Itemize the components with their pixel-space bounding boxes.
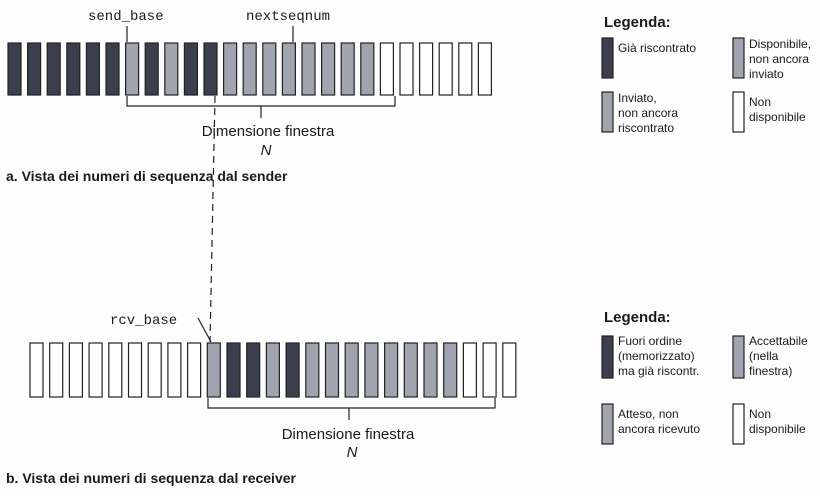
rcv-base-pointer [197, 317, 212, 343]
sender-packet-sent [164, 42, 179, 96]
sender-packet-acked [105, 42, 120, 96]
legend-text-usable: Disponibile, non ancora inviato [749, 37, 814, 81]
sender-caption: a. Vista dei numeri di sequenza dal send… [6, 168, 288, 184]
sender-packet-sent [223, 42, 238, 96]
legend-swatch-not-usable-rcv [732, 403, 745, 445]
receiver-packet-row [29, 342, 517, 398]
receiver-packet-not-usable [187, 342, 202, 398]
receiver-packet-not-usable [49, 342, 64, 398]
sender-packet-usable [321, 42, 336, 96]
sender-packet-not-usable [419, 42, 434, 96]
sender-packet-acked [7, 42, 22, 96]
legend-swatch-acked [601, 37, 614, 79]
legend-text-not-usable: Non disponibile [749, 95, 806, 124]
legend-swatch-acceptable [732, 335, 745, 379]
receiver-packet-acceptable [403, 342, 418, 398]
sender-packet-usable [360, 42, 375, 96]
sender-packet-not-usable [477, 42, 492, 96]
rcv-base-label: rcv_base [110, 313, 177, 329]
sender-packet-not-usable [399, 42, 414, 96]
sender-packet-acked [66, 42, 81, 96]
legend-swatch-usable [732, 37, 745, 79]
receiver-packet-not-usable [462, 342, 477, 398]
sender-packet-not-usable [458, 42, 473, 96]
sender-packet-usable [301, 42, 316, 96]
receiver-packet-acceptable [305, 342, 320, 398]
legend-swatch-sent [601, 91, 614, 133]
receiver-window-n: N [347, 444, 358, 461]
sender-packet-acked [85, 42, 101, 96]
base-alignment-dashed-line [209, 95, 216, 343]
receiver-packet-not-usable [88, 342, 103, 398]
receiver-packet-expected [206, 342, 221, 398]
sender-packet-acked [183, 42, 198, 96]
receiver-packet-acceptable [265, 342, 280, 398]
send-base-label: send_base [88, 9, 164, 25]
receiver-packet-acceptable [324, 342, 340, 398]
receiver-packet-not-usable [68, 342, 84, 398]
receiver-packet-out-of-order [246, 342, 261, 398]
sender-packet-usable [340, 42, 355, 96]
sender-packet-acked [27, 42, 42, 96]
receiver-packet-not-usable [482, 342, 497, 398]
legend-swatch-expected [601, 403, 614, 445]
receiver-window-label: Dimensione finestra [282, 426, 415, 443]
sender-window-bracket [126, 96, 396, 107]
legend-swatch-out-of-order [601, 335, 614, 379]
nextseqnum-label: nextseqnum [246, 9, 330, 25]
receiver-caption: b. Vista dei numeri di sequenza dal rece… [6, 470, 297, 486]
receiver-packet-acceptable [384, 342, 399, 398]
legend-text-not-usable-rcv: Non disponibile [749, 407, 806, 436]
legend-text-expected: Atteso, non ancora ricevuto [618, 407, 700, 436]
sender-window-label: Dimensione finestra [202, 123, 335, 140]
receiver-packet-acceptable [344, 342, 359, 398]
legend-text-sent: Inviato, non ancora riscontrato [618, 91, 681, 135]
receiver-window-bracket [207, 398, 496, 409]
sender-packet-acked [144, 42, 159, 96]
sender-packet-not-usable [438, 42, 453, 96]
receiver-legend: Legenda: Fuori ordine (memorizzato) ma g… [601, 309, 811, 445]
receiver-packet-acceptable [443, 342, 458, 398]
receiver-packet-not-usable [147, 342, 162, 398]
receiver-packet-not-usable [127, 342, 143, 398]
sender-packet-sent [124, 42, 140, 96]
receiver-packet-out-of-order [285, 342, 300, 398]
receiver-packet-out-of-order [226, 342, 241, 398]
receiver-packet-acceptable [364, 342, 379, 398]
sender-packet-acked [203, 42, 218, 96]
legend-text-out-of-order: Fuori ordine (memorizzato) ma già riscon… [618, 334, 699, 378]
sender-packet-usable [281, 42, 296, 96]
sender-packet-row [7, 42, 492, 96]
receiver-packet-not-usable [502, 342, 517, 398]
receiver-packet-not-usable [29, 342, 44, 398]
sender-packet-sent [242, 42, 257, 96]
receiver-packet-acceptable [423, 342, 438, 398]
legend-text-acceptable: Accettabile (nella finestra) [749, 334, 811, 378]
sender-packet-sent [262, 42, 277, 96]
sender-window-n: N [261, 142, 272, 159]
legend-swatch-not-usable [732, 91, 745, 133]
sender-packet-not-usable [379, 42, 394, 96]
sender-legend: Legenda: Già riscontrato Disponibile, no… [601, 14, 814, 135]
sender-legend-title: Legenda: [604, 14, 671, 31]
receiver-packet-not-usable [167, 342, 182, 398]
receiver-legend-title: Legenda: [604, 309, 671, 326]
receiver-packet-not-usable [108, 342, 123, 398]
legend-text-acked: Già riscontrato [618, 41, 696, 55]
sender-packet-acked [46, 42, 61, 96]
